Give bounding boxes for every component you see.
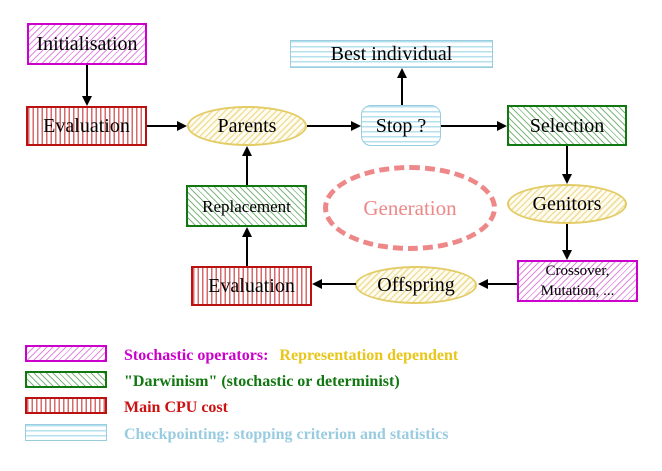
legend-checkpoint-label: Checkpointing: stopping criterion and st…: [124, 426, 449, 443]
node-initialisation-label: Initialisation: [36, 33, 138, 55]
node-crossover-line2: Mutation, ...: [540, 283, 615, 299]
node-crossover-mutation: Crossover, Mutation, ...: [517, 260, 638, 302]
arrow-replacement-to-parents: [246, 156, 248, 185]
arrow-selection-to-genitors: [566, 146, 568, 174]
arrowhead-stop-to-selection: [497, 121, 507, 131]
legend-cpu-label: Main CPU cost: [124, 399, 228, 416]
node-crossover-line1: Crossover,: [545, 262, 610, 279]
generation-label: Generation: [363, 195, 457, 220]
arrow-evaluation-to-replacement: [246, 237, 248, 266]
arrowhead-initialisation-to-evaluation: [82, 96, 92, 106]
node-offspring-label: Offspring: [377, 274, 455, 296]
node-evaluation-top: Evaluation: [26, 106, 147, 146]
arrow-genitors-to-crossover: [566, 224, 568, 250]
arrowhead-evaluation-to-parents: [177, 121, 187, 131]
node-offspring: Offspring: [355, 266, 477, 304]
node-stop-label: Stop ?: [375, 114, 427, 137]
legend-swatch-checkpointing: [25, 424, 107, 441]
node-stop: Stop ?: [361, 105, 441, 146]
node-replacement-label: Replacement: [202, 196, 291, 216]
arrow-stop-to-best-individual: [401, 78, 403, 105]
legend-swatch-stochastic-operators: [25, 345, 107, 362]
arrowhead-replacement-to-parents: [242, 146, 252, 156]
arrowhead-stop-to-best-individual: [397, 68, 407, 78]
arrowhead-genitors-to-crossover: [562, 250, 572, 260]
arrow-parents-to-stop: [307, 125, 351, 127]
arrow-offspring-to-evaluation: [322, 283, 356, 285]
node-genitors: Genitors: [507, 184, 627, 224]
node-genitors-label: Genitors: [532, 193, 602, 215]
node-selection-label: Selection: [529, 114, 605, 137]
node-evaluation-top-label: Evaluation: [43, 115, 130, 137]
node-best-individual-label: Best individual: [330, 43, 453, 65]
node-initialisation: Initialisation: [27, 23, 147, 65]
node-parents: Parents: [187, 106, 307, 146]
legend-row-stochastic-operators: Stochastic operators: Representation depe…: [124, 347, 458, 365]
legend-swatch-darwinism: [25, 371, 107, 388]
arrowhead-parents-to-stop: [351, 121, 361, 131]
arrow-stop-to-selection: [441, 125, 497, 127]
legend-darwinism-label: "Darwinism" (stochastic or determinist): [124, 373, 400, 390]
arrowhead-offspring-to-evaluation: [312, 279, 322, 289]
arrow-evaluation-to-parents: [147, 125, 177, 127]
legend-stochastic-label: Stochastic operators:: [124, 347, 269, 364]
arrowhead-crossover-to-offspring: [478, 279, 488, 289]
node-evaluation-bottom-label: Evaluation: [208, 275, 295, 297]
node-evaluation-bottom: Evaluation: [191, 266, 312, 306]
node-replacement: Replacement: [186, 185, 307, 227]
legend-representation-label: Representation dependent: [279, 347, 459, 364]
node-parents-label: Parents: [217, 115, 277, 137]
arrowhead-selection-to-genitors: [562, 174, 572, 184]
arrow-crossover-to-offspring: [488, 283, 517, 285]
node-best-individual: Best individual: [290, 40, 493, 68]
legend-swatch-cpu-cost: [25, 397, 107, 414]
arrowhead-evaluation-to-replacement: [242, 227, 252, 237]
generation-cycle-ellipse: Generation: [323, 165, 497, 251]
arrow-initialisation-to-evaluation: [86, 65, 88, 96]
node-selection: Selection: [507, 105, 627, 146]
